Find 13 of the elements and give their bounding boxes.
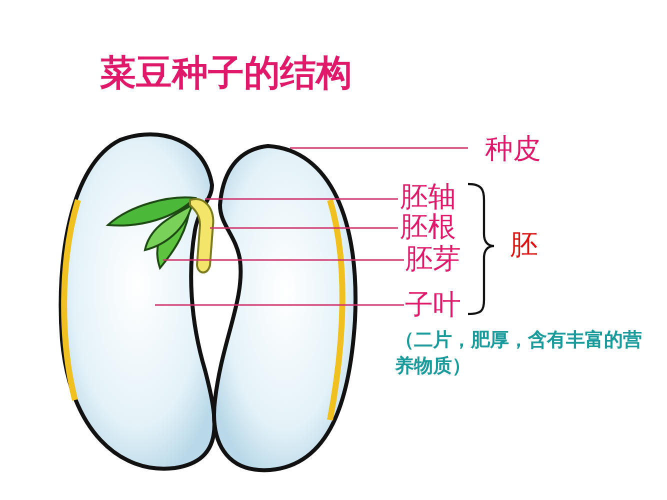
title: 菜豆种子的结构 (100, 52, 352, 96)
part-label: 种皮 (485, 133, 541, 165)
leader-line (210, 227, 398, 229)
part-label: 胚芽 (405, 243, 461, 275)
note: （二片，肥厚，含有丰富的营养物质） (395, 328, 643, 379)
leader-line (155, 304, 404, 306)
part-label: 胚轴 (400, 181, 456, 213)
part-label: 子叶 (405, 289, 461, 321)
leader-line (290, 147, 468, 149)
leader-line (163, 259, 404, 261)
group-label: 胚 (510, 229, 538, 261)
leader-line (205, 198, 398, 200)
part-label: 胚根 (400, 211, 456, 243)
